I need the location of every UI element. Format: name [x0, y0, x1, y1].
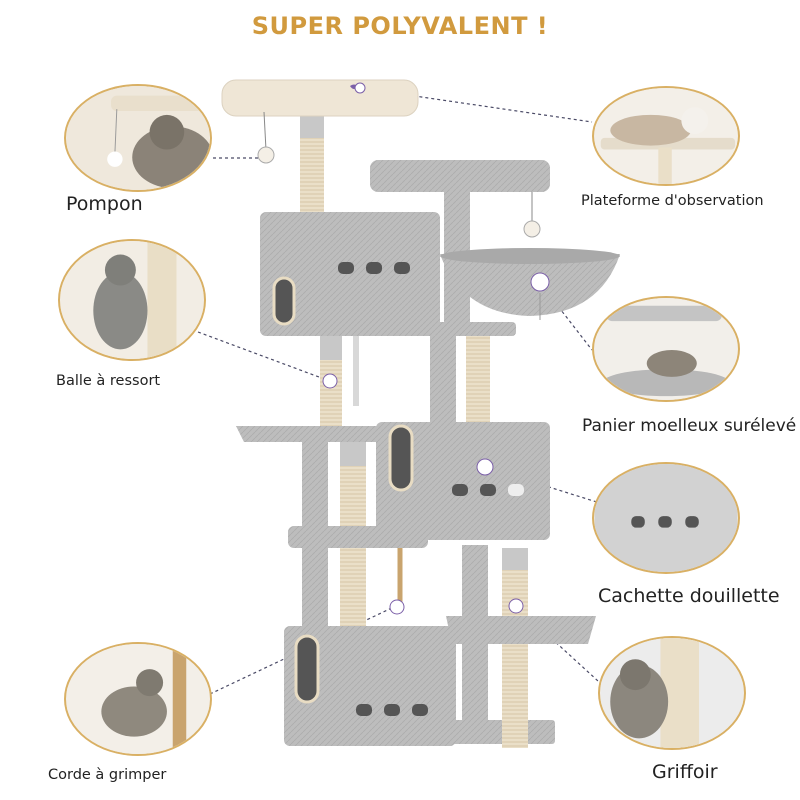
- feature-label-cachette: Cachette douillette: [598, 585, 780, 607]
- pompom-icon: [64, 84, 212, 192]
- feature-label-corde: Corde à grimper: [48, 767, 167, 783]
- feature-label-balle: Balle à ressort: [56, 373, 161, 389]
- middle-condo: [376, 422, 550, 540]
- feature-label-panier: Panier moelleux surélevé: [582, 416, 797, 436]
- spring-ball-icon: [58, 239, 206, 361]
- observation-platform: [370, 160, 550, 192]
- rope-icon: [64, 642, 212, 756]
- scratch-post-icon: [598, 636, 746, 750]
- elevated-basket: [440, 254, 620, 316]
- cat-lying-icon: [592, 86, 740, 186]
- bottom-condo: [284, 626, 456, 746]
- feature-label-griffoir: Griffoir: [652, 761, 718, 783]
- lower-left-platform: [288, 526, 428, 548]
- feature-label-pompon: Pompon: [66, 193, 143, 215]
- headline-title: SUPER POLYVALENT !: [251, 12, 549, 40]
- condo-icon: [592, 462, 740, 574]
- upper-condo: [260, 212, 440, 336]
- griffoir-step: [446, 616, 596, 644]
- top-platform: [221, 79, 419, 117]
- middle-left-platform: [236, 426, 384, 442]
- post-mid-right: [466, 336, 490, 426]
- post-griffoir: [502, 548, 528, 748]
- post-low-left: [340, 545, 366, 635]
- feature-label-plateforme: Plateforme d'observation: [581, 193, 764, 209]
- basket-icon: [592, 296, 740, 402]
